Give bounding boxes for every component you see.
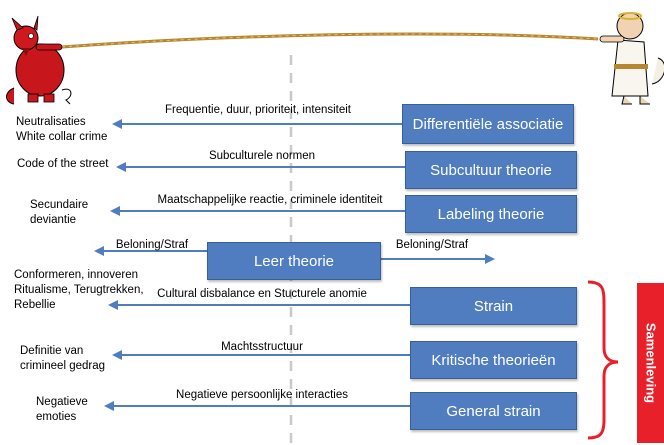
theory-box-gen[interactable]: General strain [410, 392, 577, 430]
outcome-strain-line: Ritualisme, Terugtrekken, [14, 284, 144, 296]
arrow-label-leer-right: Beloning/Straf [395, 239, 469, 251]
arrow-label-leer-left: Beloning/Straf [115, 239, 189, 251]
angel-icon [599, 12, 664, 105]
samenleving-label: Samenleving [637, 283, 664, 443]
arrow-label-diff: Frequentie, duur, prioriteit, intensitei… [164, 104, 352, 116]
outcome-strain-line: Rebellie [14, 299, 56, 311]
outcome-diff-line: Neutralisaties [16, 116, 86, 128]
arrow-label-krit: Machtsstructuur [221, 341, 303, 353]
devil-icon [6, 15, 72, 105]
outcome-gen-line: emoties [36, 411, 77, 423]
outcome-label-line: deviantie [30, 214, 77, 226]
samenleving-brace [587, 280, 619, 440]
arrow-label-subc: Subculturele normen [208, 150, 316, 162]
theory-box-diff[interactable]: Differentiële associatie [402, 104, 574, 144]
rope [61, 32, 599, 49]
arrow-label-label: Maatschappelijke reactie, criminele iden… [157, 194, 383, 206]
outcome-subc-line: Code of the street [17, 158, 109, 170]
outcome-krit-line: Definitie van [20, 345, 84, 357]
outcome-strain-line: Conformeren, innoveren [14, 269, 139, 281]
samenleving-label-text: Samenleving [643, 322, 658, 404]
arrow-label-gen: Negatieve persoonlijke interacties [176, 389, 348, 401]
theory-box-strain[interactable]: Strain [410, 287, 577, 325]
outcome-label-line: Secundaire [30, 199, 89, 211]
theory-box-subc[interactable]: Subcultuur theorie [405, 151, 577, 189]
arrow-label-strain: Cultural disbalance en Stucturele anomie [157, 288, 367, 300]
theory-box-krit[interactable]: Kritische theorieën [410, 341, 577, 379]
outcome-gen-line: Negatieve [36, 396, 88, 408]
outcome-krit-line: crimineel gedrag [20, 360, 106, 372]
theory-box-leer[interactable]: Leer theorie [207, 242, 381, 280]
outcome-diff-line: White collar crime [16, 131, 108, 143]
theory-box-label[interactable]: Labeling theorie [405, 195, 577, 233]
